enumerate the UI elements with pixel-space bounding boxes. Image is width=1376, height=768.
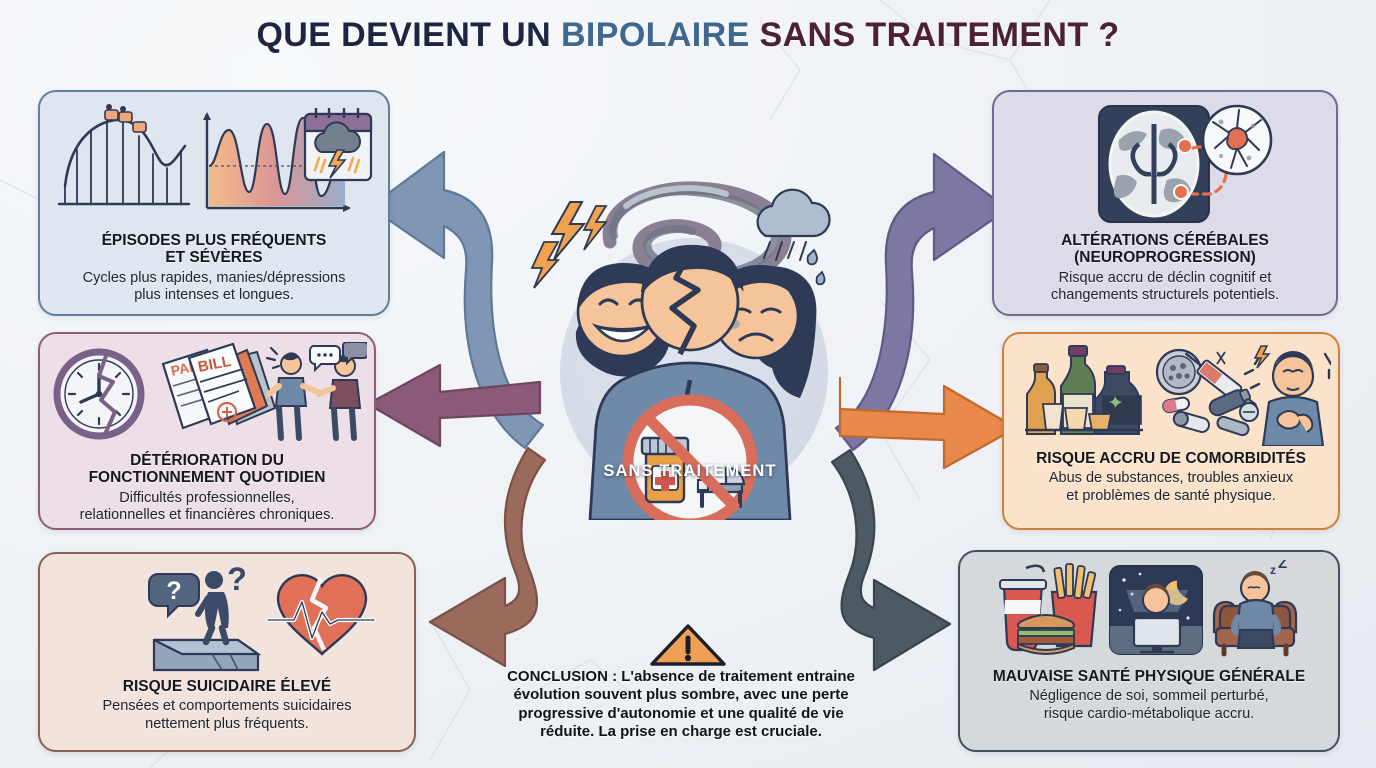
card-suicide-artwork: ? ? xyxy=(40,554,414,674)
card-episodes-subtitle: Cycles plus rapides, manies/dépressions … xyxy=(77,270,352,305)
card-fonctionnement-title-line2: FONCTIONNEMENT QUOTIDIEN xyxy=(88,469,326,487)
card-fonctionnement-artwork: PAID BILL xyxy=(40,334,374,448)
drugs-syringe-icon xyxy=(1155,348,1259,437)
alcohol-bottles-icon xyxy=(1025,345,1143,435)
card-suicide-title: RISQUE SUICIDAIRE ÉLEVÉ xyxy=(123,678,331,695)
card-fonctionnement-subtitle: Difficultés professionnelles, relationne… xyxy=(74,490,341,525)
card-cerebral[interactable]: ALTÉRATIONS CÉRÉBALES (NEUROPROGRESSION)… xyxy=(992,90,1338,316)
svg-text:?: ? xyxy=(166,577,181,605)
sleeping-on-couch-icon: z Z xyxy=(1212,560,1298,657)
card-comorbidites-title: RISQUE ACCRU DE COMORBIDITÉS xyxy=(1036,450,1306,467)
svg-text:BILL: BILL xyxy=(197,353,233,376)
card-physique[interactable]: z Z MAUVAISE SANTÉ PHYSIQUE GÉNÉRALE Nég… xyxy=(958,550,1340,752)
title-part-3: SANS TRAITEMENT ? xyxy=(759,16,1120,54)
card-suicide-sub-line2: nettement plus fréquents. xyxy=(145,715,309,732)
title-part-1: QUE DEVIENT UN xyxy=(256,16,561,54)
card-physique-title-line1: MAUVAISE SANTÉ PHYSIQUE GÉNÉRALE xyxy=(992,668,1306,685)
card-comorbidites[interactable]: RISQUE ACCRU DE COMORBIDITÉS Abus de sub… xyxy=(1002,332,1340,530)
arrow-to-fonctionnement xyxy=(366,363,542,448)
rain-cloud-icon xyxy=(756,188,831,286)
conclusion-line-3: progressive d'autonomie et une qualité d… xyxy=(518,704,844,722)
card-cerebral-subtitle: Risque accru de déclin cognitif et chang… xyxy=(1045,270,1285,305)
svg-text:?: ? xyxy=(227,562,247,597)
arrow-to-comorbidites xyxy=(838,376,1018,470)
card-comorbidites-artwork xyxy=(1004,334,1338,446)
card-episodes[interactable]: ÉPISODES PLUS FRÉQUENTS ET SÉVÈRES Cycle… xyxy=(38,90,390,316)
svg-text:Z: Z xyxy=(1278,560,1287,572)
card-fonctionnement-sub-line1: Difficultés professionnelles, xyxy=(119,489,295,506)
page-title: QUE DEVIENT UN BIPOLAIRE SANS TRAITEMENT… xyxy=(0,16,1376,55)
roller-coaster-icon xyxy=(57,118,191,206)
broken-heart-ecg-icon xyxy=(265,574,377,656)
coaster-cars-icon xyxy=(104,104,147,133)
center-illustration: SANS TRAITEMENT xyxy=(530,180,850,520)
unpaid-bills-icon: PAID BILL xyxy=(161,342,277,430)
person-on-cliff-icon xyxy=(152,571,262,672)
card-physique-artwork: z Z xyxy=(960,552,1338,664)
broken-clock-icon xyxy=(53,348,145,440)
card-episodes-title-line1: ÉPISODES PLUS FRÉQUENTS xyxy=(101,232,327,249)
lightning-bolt-icon xyxy=(530,201,608,289)
card-comorbidites-subtitle: Abus de substances, troubles anxieux et … xyxy=(1043,470,1299,505)
conclusion-line-4: réduite. La prise en charge est cruciale… xyxy=(540,722,822,740)
card-comorbidites-sub-line2: et problèmes de santé physique. xyxy=(1066,487,1276,504)
card-physique-sub-line2: risque cardio-métabolique accru. xyxy=(1043,705,1255,722)
title-part-2: BIPOLAIRE xyxy=(560,16,760,54)
question-mark-icon: ? ? xyxy=(148,562,247,619)
card-suicide-title-line1: RISQUE SUICIDAIRE ÉLEVÉ xyxy=(122,678,332,695)
conclusion-text: CONCLUSION : L'absence de traitement ent… xyxy=(440,668,922,741)
night-screen-icon xyxy=(1109,565,1203,655)
anxious-person-icon xyxy=(1243,345,1331,446)
card-episodes-title: ÉPISODES PLUS FRÉQUENTS ET SÉVÈRES xyxy=(102,232,327,267)
card-cerebral-sub-line2: changements structurels potentiels. xyxy=(1050,287,1280,304)
storm-calendar-icon xyxy=(303,108,373,182)
warning-triangle-icon xyxy=(650,624,726,666)
card-physique-title: MAUVAISE SANTÉ PHYSIQUE GÉNÉRALE xyxy=(993,668,1305,685)
card-episodes-sub-line1: Cycles plus rapides, manies/dépressions xyxy=(82,269,346,286)
arrow-to-cerebral xyxy=(834,152,1010,452)
mood-wave-chart-icon xyxy=(203,112,351,212)
card-cerebral-title: ALTÉRATIONS CÉRÉBALES (NEUROPROGRESSION) xyxy=(1061,232,1269,267)
fast-food-icon xyxy=(999,563,1098,655)
card-cerebral-artwork xyxy=(994,92,1336,228)
card-fonctionnement-title: DÉTÉRIORATION DU FONCTIONNEMENT QUOTIDIE… xyxy=(89,452,326,487)
card-physique-subtitle: Négligence de soi, sommeil perturbé, ris… xyxy=(1023,688,1274,723)
conflict-people-icon xyxy=(265,342,367,441)
arrow-to-suicide xyxy=(428,446,547,668)
card-fonctionnement[interactable]: PAID BILL xyxy=(38,332,376,530)
card-episodes-sub-line2: plus intenses et longues. xyxy=(134,287,294,304)
card-cerebral-sub-line1: Risque accru de déclin cognitif et xyxy=(1058,269,1272,286)
neuron-icon xyxy=(1201,104,1273,176)
svg-text:z: z xyxy=(1270,563,1276,577)
card-physique-sub-line1: Négligence de soi, sommeil perturbé, xyxy=(1029,688,1269,705)
card-episodes-title-line2: ET SÉVÈRES xyxy=(165,249,263,267)
card-episodes-artwork xyxy=(40,92,388,228)
card-comorbidites-sub-line1: Abus de substances, troubles anxieux xyxy=(1048,470,1294,487)
card-suicide-sub-line1: Pensées et comportements suicidaires xyxy=(102,698,352,715)
card-suicide[interactable]: ? ? RISQUE SUICIDAIRE ÉLEVÉ Pensées et c… xyxy=(38,552,416,752)
card-cerebral-title-line2: (NEUROPROGRESSION) xyxy=(1074,249,1256,267)
card-cerebral-title-line1: ALTÉRATIONS CÉRÉBALES xyxy=(1061,232,1269,249)
conclusion-line-1: CONCLUSION : L'absence de traitement ent… xyxy=(507,668,855,685)
card-comorbidites-title-line1: RISQUE ACCRU DE COMORBIDITÉS xyxy=(1036,450,1306,467)
card-fonctionnement-sub-line2: relationnelles et financières chroniques… xyxy=(79,507,335,524)
no-treatment-prohibition-icon xyxy=(622,394,758,520)
card-fonctionnement-title-line1: DÉTÉRIORATION DU xyxy=(130,452,284,469)
arrow-to-episodes xyxy=(368,150,545,450)
center-label: SANS TRAITEMENT xyxy=(603,462,777,480)
card-suicide-subtitle: Pensées et comportements suicidaires net… xyxy=(96,698,357,733)
conclusion-line-2: évolution souvent plus sombre, avec une … xyxy=(513,686,849,704)
